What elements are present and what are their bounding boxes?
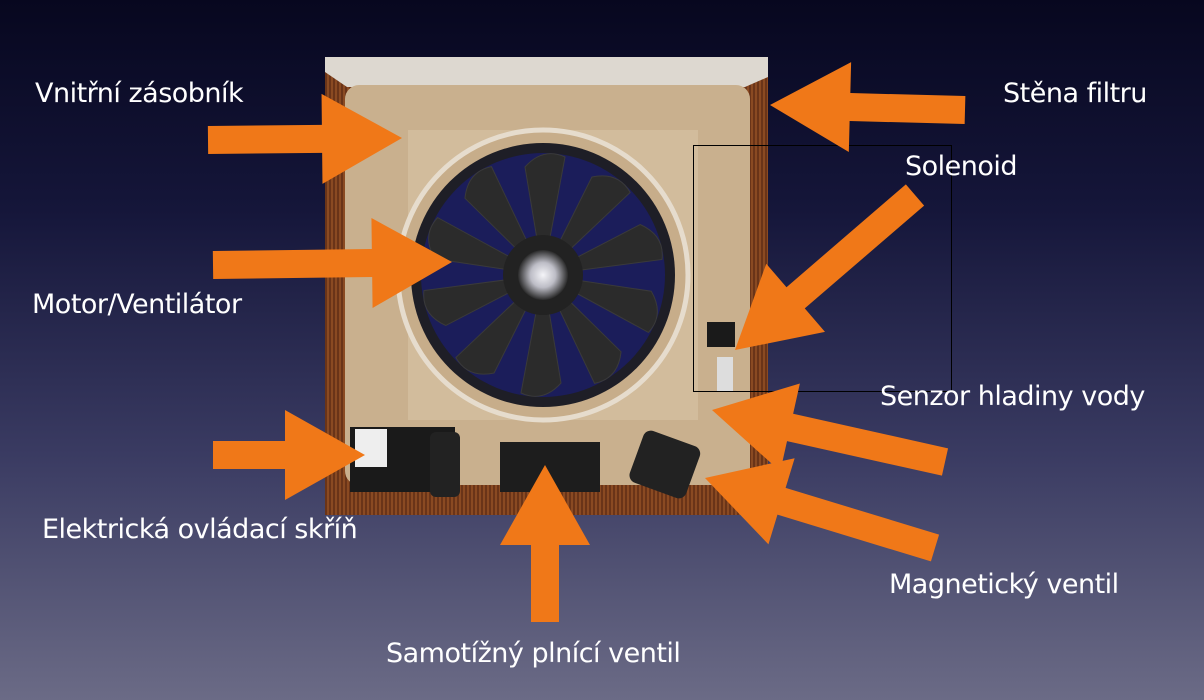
label-control-box: Elektrická ovládací skříň xyxy=(42,514,358,545)
arrow-control-box-icon xyxy=(213,410,365,500)
arrow-float-valve-icon xyxy=(500,465,590,622)
label-solenoid: Solenoid xyxy=(905,151,1018,182)
label-motor-fan: Motor/Ventilátor xyxy=(32,289,242,320)
label-float-valve: Samotížný plnící ventil xyxy=(386,638,681,669)
selection-rectangle xyxy=(693,145,952,392)
label-magnetic-valve: Magnetický ventil xyxy=(889,569,1119,600)
arrow-water-level-sensor-icon xyxy=(712,383,949,476)
label-filter-wall: Stěna filtru xyxy=(1003,78,1147,109)
evaporative-cooler-photo xyxy=(325,57,768,515)
arrow-motor-fan-icon xyxy=(212,218,452,309)
label-inner-tank: Vnitřní zásobník xyxy=(35,78,244,109)
arrow-filter-wall-icon xyxy=(770,62,966,153)
label-water-level-sensor: Senzor hladiny vody xyxy=(880,381,1145,412)
arrow-magnetic-valve-icon xyxy=(705,458,940,562)
arrow-inner-tank-icon xyxy=(207,93,402,184)
arrow-solenoid-icon xyxy=(735,184,925,350)
